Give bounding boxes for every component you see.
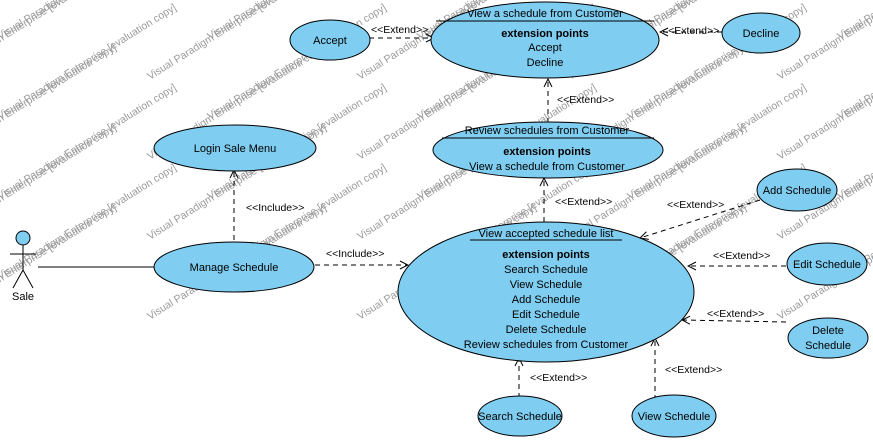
usecase-label: Login Sale Menu (194, 143, 277, 155)
extend-line-add (640, 199, 761, 238)
usecase-label: Search Schedule (478, 411, 562, 423)
extend-label-view: <<Extend>> (665, 364, 722, 376)
extension-point: View a schedule from Customer (469, 161, 625, 173)
usecase-view-schedule-from-customer[interactable]: View a schedule from Customer extension … (430, 1, 660, 79)
extend-label-accepted: <<Extend>> (555, 196, 612, 208)
extend-label-decline: <<Extend>> (662, 25, 719, 37)
include-label-login: <<Include>> (246, 202, 304, 214)
actor-sale[interactable]: Sale (10, 230, 36, 303)
usecase-ellipse (153, 124, 317, 172)
actor-left-leg (12, 269, 24, 289)
watermark-text: Visual Paradigm Enterprise [evaluation c… (0, 122, 119, 243)
actor-right-leg (22, 269, 34, 289)
watermark-text: Visual Paradigm Enterprise [evaluation c… (0, 0, 119, 83)
watermark-text: Visual Paradigm Enterprise [evaluation c… (565, 0, 748, 3)
usecase-ellipse (786, 242, 868, 286)
usecase-delete-schedule[interactable]: Delete Schedule (787, 317, 869, 359)
usecase-ellipse (289, 19, 371, 61)
extension-point: View Schedule (510, 279, 583, 291)
extension-points-heading: extension points (501, 28, 588, 40)
usecase-title: View a schedule from Customer (467, 8, 623, 20)
watermark-text: Visual Paradigm Enterprise [evaluation c… (0, 202, 119, 323)
extension-point: Decline (527, 57, 564, 69)
usecase-add-schedule[interactable]: Add Schedule (756, 168, 838, 212)
usecase-ellipse (787, 317, 869, 359)
extend-line-delete (682, 320, 787, 322)
usecase-label: Add Schedule (763, 185, 832, 197)
extension-points-heading: extension points (503, 146, 590, 158)
extend-label-edit: <<Extend>> (713, 250, 770, 262)
usecase-login-sale-menu[interactable]: Login Sale Menu (153, 124, 317, 172)
extension-point: Review schedules from Customer (464, 339, 629, 351)
extension-point: Accept (528, 42, 562, 54)
extension-points-heading: extension points (502, 249, 589, 261)
actor-name: Sale (12, 291, 34, 303)
usecase-manage-schedule[interactable]: Manage Schedule (153, 241, 315, 293)
usecase-ellipse (397, 221, 695, 363)
usecase-accept[interactable]: Accept (289, 19, 371, 61)
usecase-label: View Schedule (638, 411, 711, 423)
usecase-label: Accept (313, 35, 347, 47)
usecase-title: View accepted schedule list (479, 228, 614, 240)
watermark-text: Visual Paradigm Enterprise [evaluation c… (355, 0, 538, 3)
watermark-text: Visual Paradigm Enterprise [evaluation c… (0, 42, 119, 163)
usecase-decline[interactable]: Decline (721, 12, 801, 54)
usecase-label: Decline (743, 28, 780, 40)
usecase-review-schedules-from-customer[interactable]: Review schedules from Customer extension… (432, 121, 664, 179)
usecase-label-line1: Delete (812, 325, 844, 337)
extension-point: Delete Schedule (506, 324, 587, 336)
usecase-label-line2: Schedule (805, 340, 851, 352)
extend-label-accept: <<Extend>> (371, 24, 428, 36)
usecase-label: Edit Schedule (793, 259, 861, 271)
actor-head (15, 230, 31, 246)
extension-point: Add Schedule (512, 294, 581, 306)
usecase-view-accepted-schedule-list[interactable]: View accepted schedule list extension po… (397, 221, 695, 363)
watermark-text: Visual Paradigm Enterprise [evaluation c… (775, 0, 873, 3)
usecase-view-schedule[interactable]: View Schedule (631, 394, 717, 438)
watermark-text: Visual Paradigm Enterprise [evaluation c… (145, 0, 328, 3)
usecase-label: Manage Schedule (190, 262, 279, 274)
usecase-ellipse (631, 394, 717, 438)
include-label-view-accepted: <<Include>> (326, 248, 384, 260)
extend-label-add: <<Extend>> (667, 199, 724, 211)
extension-point: Edit Schedule (512, 309, 580, 321)
usecase-ellipse (721, 12, 801, 54)
extension-point: Search Schedule (504, 264, 588, 276)
extend-label-search: <<Extend>> (530, 372, 587, 384)
usecase-ellipse (432, 121, 664, 179)
usecase-ellipse (756, 168, 838, 212)
usecase-search-schedule[interactable]: Search Schedule (477, 395, 563, 437)
extend-label-delete: <<Extend>> (707, 308, 764, 320)
extend-label-review: <<Extend>> (557, 94, 614, 106)
usecase-edit-schedule[interactable]: Edit Schedule (786, 242, 868, 286)
usecase-ellipse (477, 395, 563, 437)
usecase-title: Review schedules from Customer (465, 125, 630, 137)
usecase-ellipse (153, 241, 315, 293)
